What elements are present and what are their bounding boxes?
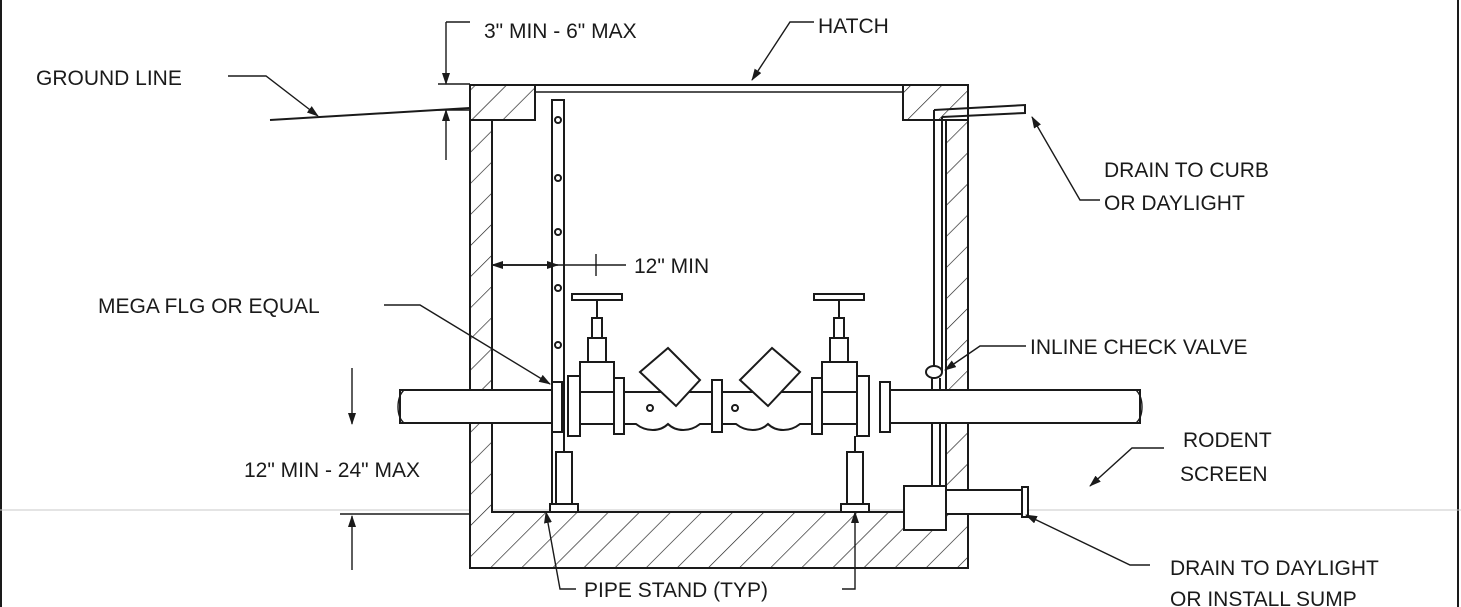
backflow-assembly-body [579,346,858,431]
leader-lines [228,21,1164,590]
dimension-ladder-clearance [491,254,626,276]
label-clearance-top: 3" MIN - 6" MAX [484,20,637,43]
right-top-slab [902,84,969,121]
ladder [551,99,565,513]
label-drain-curb-1: DRAIN TO CURB [1104,159,1269,182]
gate-valve-left [571,293,623,393]
handwheel-icon [813,293,865,301]
label-drain-curb-2: OR DAYLIGHT [1104,192,1245,215]
gate-valve-right [813,293,865,393]
pipe-stand-right [840,436,870,513]
label-hatch: HATCH [818,15,889,38]
label-inline-check-valve: INLINE CHECK VALVE [1030,336,1247,359]
check-valve-housing-2 [738,346,802,408]
label-rodent-1: RODENT [1183,429,1272,452]
main-pipe [397,389,1143,424]
dimension-pipe-height [340,368,470,570]
label-twelve-min: 12" MIN [634,255,709,278]
label-pipe-stand: PIPE STAND (TYP) [584,579,768,602]
left-top-slab [469,84,536,121]
check-valve-housing-1 [638,346,702,408]
label-rodent-2: SCREEN [1180,463,1268,486]
label-pipe-height: 12" MIN - 24" MAX [244,459,420,482]
label-ground-line: GROUND LINE [36,67,182,90]
rodent-screen [1021,486,1029,518]
pipe-stand-left [549,436,579,513]
inline-check-valve-body [925,365,943,379]
label-mega-flg: MEGA FLG OR EQUAL [98,295,320,318]
dimension-hatch-clearance [438,21,470,160]
floor-drain [903,485,1029,531]
vault-drain-pipe [925,103,1026,486]
label-drain-daylight-2: OR INSTALL SUMP [1170,588,1357,607]
label-drain-daylight-1: DRAIN TO DAYLIGHT [1170,557,1379,580]
vault-structure [469,84,969,569]
handwheel-icon [571,293,623,301]
